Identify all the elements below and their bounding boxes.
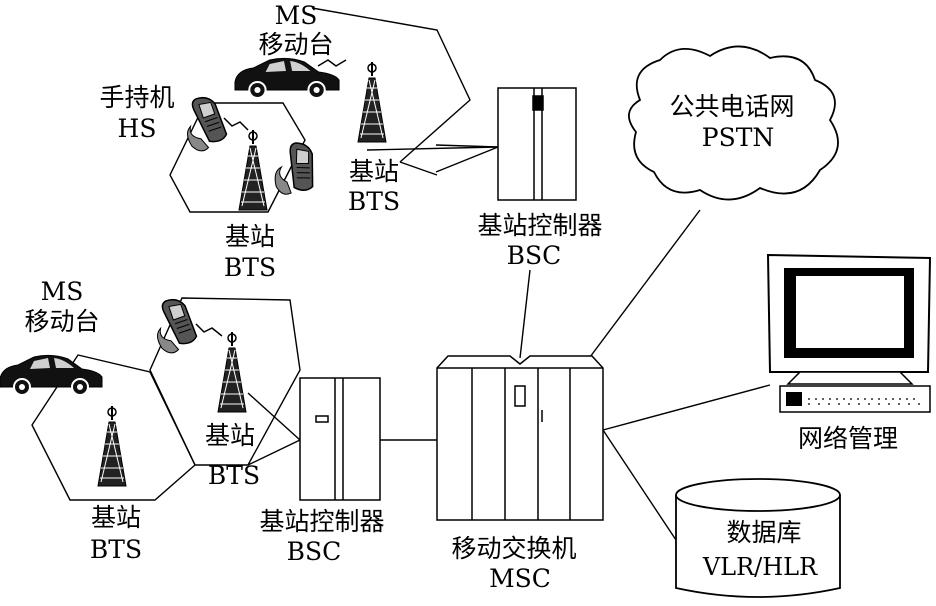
label-hs: HS [118, 114, 157, 143]
label-bts-top-left: BTS [224, 253, 276, 282]
label-vlr-hlr: VLR/HLR [702, 553, 818, 581]
link-msc-pstn [589, 209, 701, 358]
label-mobile-station-bottom: 移动台 [24, 307, 99, 336]
cell-hexagons [31, 102, 306, 501]
labels: MS 移动台 手持机 HS 基站 BTS 基站 BTS 基站控制器 BSC 公共… [24, 1, 898, 593]
cell-hex-top-left [169, 102, 306, 213]
bsc-bottom-cabinet [299, 377, 381, 501]
label-base-station-top-right: 基站 [349, 157, 399, 186]
handset-icon [271, 139, 321, 200]
link-bts-bottom-bsc-2 [247, 439, 301, 466]
link-msc-netmgmt [602, 384, 771, 431]
label-bts-top-right: BTS [348, 187, 400, 216]
label-bts-bottom-left: BTS [90, 535, 142, 564]
label-database: 数据库 [726, 518, 801, 547]
tower-icon [97, 405, 127, 487]
label-base-station-bottom-left: 基站 [91, 503, 141, 532]
link-bsc-top-3 [366, 146, 499, 151]
tower-icon [357, 61, 387, 143]
label-bsc-top-cn: 基站控制器 [477, 211, 602, 240]
label-pstn: PSTN [702, 123, 775, 152]
label-base-station-bottom-right: 基站 [205, 421, 255, 450]
pstn-cloud [628, 45, 839, 201]
label-pstn-cn: 公共电话网 [669, 92, 794, 121]
label-network-management: 网络管理 [798, 424, 898, 453]
database-cylinder [675, 478, 841, 598]
cell-outline-top-right [311, 7, 471, 163]
computer-icon [766, 253, 932, 413]
label-mobile-station-top: 移动台 [258, 30, 333, 59]
connection-lines [247, 7, 771, 541]
radio-wave-icon [223, 117, 249, 131]
label-msc-cn: 移动交换机 [451, 534, 576, 563]
car-icon [233, 57, 341, 100]
link-bsc-top-msc [519, 269, 531, 359]
handset-icon [150, 295, 200, 356]
label-bsc-bottom: BSC [287, 537, 342, 566]
link-bsc-top-1 [435, 146, 499, 173]
radio-wave-icon [317, 59, 347, 67]
label-msc: MSC [489, 564, 551, 593]
link-msc-db [602, 429, 677, 541]
label-bts-bottom-right: BTS [208, 461, 260, 490]
label-bsc-top: BSC [507, 241, 562, 270]
tower-icon [238, 129, 268, 211]
label-handset: 手持机 [99, 83, 174, 112]
bsc-top-cabinet [497, 87, 577, 201]
label-bsc-bottom-cn: 基站控制器 [259, 507, 384, 536]
radio-wave-icon [195, 323, 223, 337]
msc-cabinet [436, 355, 604, 521]
label-ms-top: MS [275, 1, 318, 30]
cell-hex-bottom-left [31, 354, 196, 501]
tower-icon [217, 331, 247, 413]
link-bts-top-cell [399, 161, 438, 176]
car-icon [0, 354, 103, 396]
label-base-station-top-left: 基站 [225, 222, 275, 251]
label-ms-bottom: MS [41, 277, 84, 306]
